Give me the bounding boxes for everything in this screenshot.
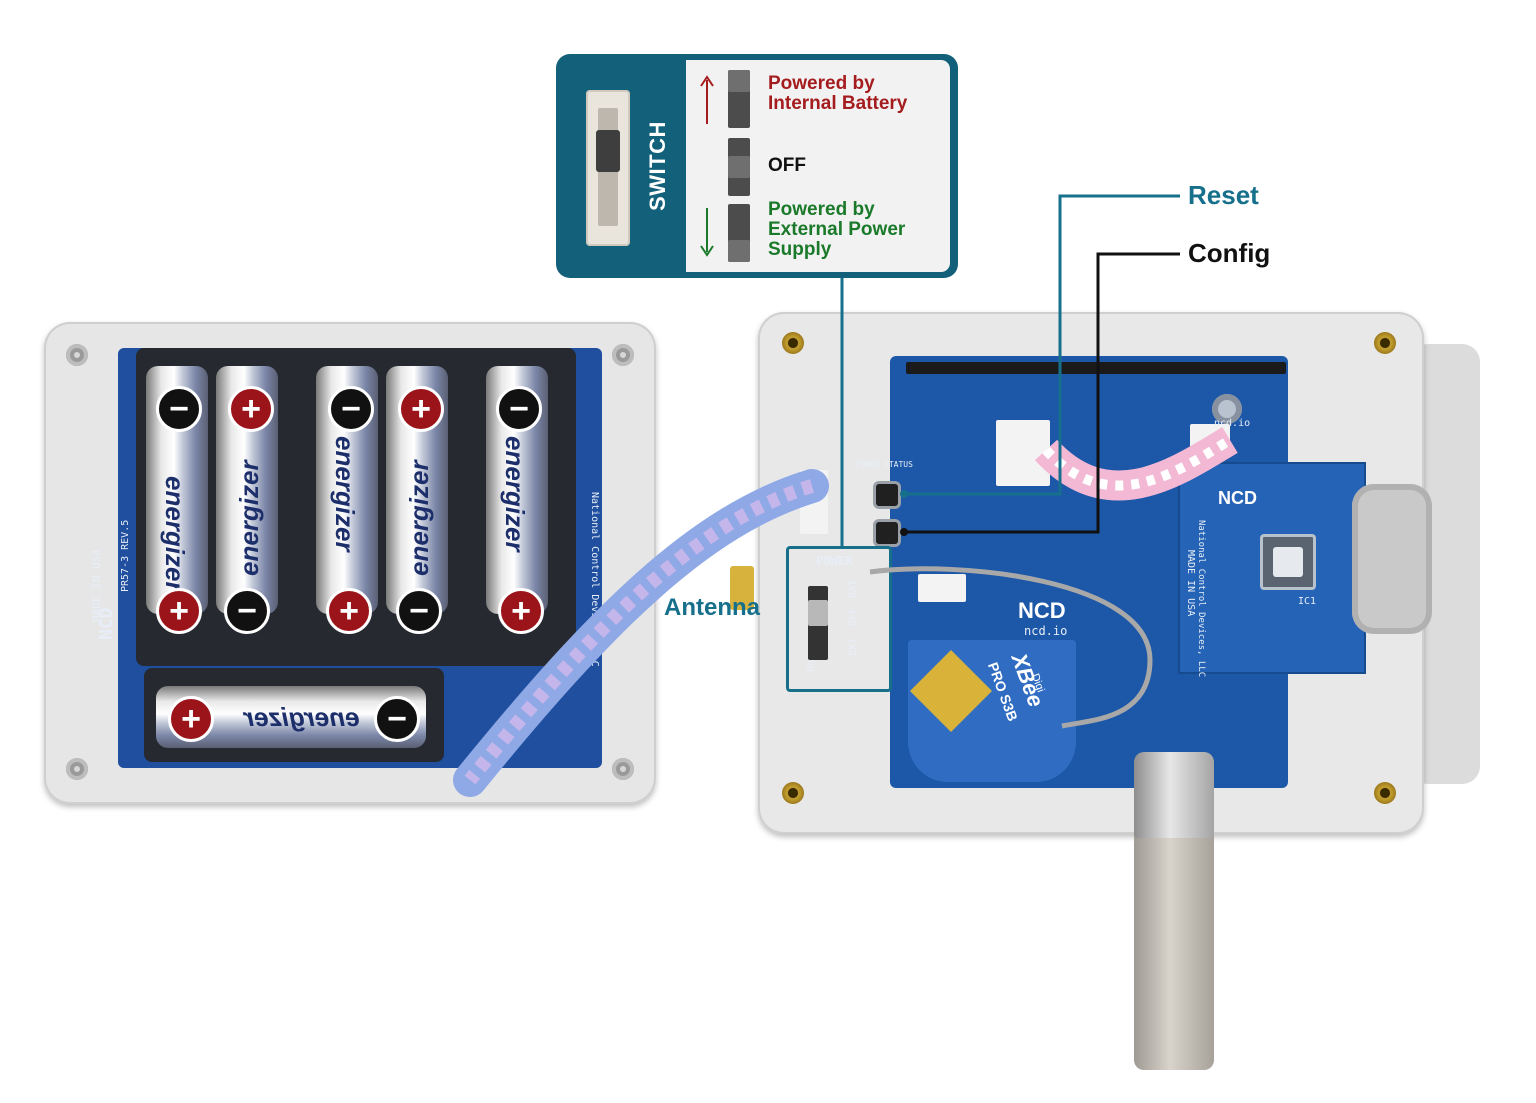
config-button[interactable] [876, 522, 898, 544]
sub-board-url: ncd.io [1214, 418, 1251, 429]
reset-callout-dot [900, 490, 908, 498]
enclosure-screw-hole [612, 344, 634, 366]
sensor-ribbon-stripes [1042, 435, 1233, 491]
main-board-url: ncd.io [1024, 624, 1068, 638]
negative-terminal-icon: − [396, 588, 442, 634]
positive-terminal-icon: + [326, 588, 372, 634]
power-connector [918, 574, 966, 602]
reset-callout-line [904, 194, 1180, 496]
power-switch-highlight [786, 546, 892, 692]
reset-callout-label: Reset [1188, 180, 1259, 210]
sub-board-logo: NCD [1218, 488, 1257, 508]
brass-insert [782, 782, 804, 804]
enclosure-screw-hole [66, 344, 88, 366]
up-arrow-icon [700, 75, 714, 124]
switch-options-area: Powered by Internal Battery OFF Powered … [686, 60, 950, 272]
sensor-chip [1260, 534, 1316, 590]
switch-knob [596, 130, 620, 172]
antenna-callout-label: Antenna [664, 594, 760, 621]
positive-terminal-icon: + [228, 386, 274, 432]
main-board-logo: NCD [1018, 598, 1066, 623]
sensor-probe-filter [1134, 830, 1214, 1070]
slide-switch-illustration [586, 90, 630, 246]
cable-gland [1352, 484, 1432, 634]
option-external-power-label: Powered by External Power Supply [768, 199, 906, 260]
brass-insert [782, 332, 804, 354]
led-power-label: POWER [856, 460, 881, 469]
positive-terminal-icon: + [398, 386, 444, 432]
down-arrow-icon [700, 208, 714, 257]
led-status-label: STATUS [884, 460, 913, 469]
switch-legend-panel: SWITCH Powered by Internal Battery OFF [556, 54, 958, 278]
antenna-sma-connector [730, 566, 754, 610]
negative-terminal-icon: − [328, 386, 374, 432]
positive-terminal-icon: + [156, 588, 202, 634]
config-callout-label: Config [1188, 238, 1271, 268]
negative-terminal-icon: − [156, 386, 202, 432]
battery-enclosure: MADE IN USA NCD PR57-3 REV.5 National Co… [44, 322, 656, 804]
option-internal-battery-label: Powered by Internal Battery [768, 73, 908, 114]
pcb-header-strip [906, 362, 1286, 374]
option-off-label: OFF [768, 155, 806, 176]
power-switch-label: POWER [816, 554, 853, 568]
switch-position-battery-icon [728, 70, 750, 128]
switch-position-off-icon [728, 138, 750, 196]
antenna-coax-cable [869, 566, 1153, 729]
negative-terminal-icon: − [224, 588, 270, 634]
negative-terminal-icon: − [496, 386, 542, 432]
power-slide-switch-knob[interactable] [808, 600, 828, 626]
positive-terminal-icon: + [498, 588, 544, 634]
positive-terminal-icon: + [168, 696, 214, 742]
pcb-mount-screw [1212, 394, 1242, 424]
brass-insert [1374, 782, 1396, 804]
sensor-probe-cap [1134, 752, 1214, 838]
config-callout-dot [900, 528, 908, 536]
enclosure-screw-hole [66, 758, 88, 780]
battery-ribbon-cable [453, 469, 829, 797]
enclosure-screw-hole [612, 758, 634, 780]
reset-button[interactable] [876, 484, 898, 506]
config-callout-line [904, 252, 1180, 534]
brass-insert [1374, 332, 1396, 354]
ribbon-connector [996, 420, 1050, 486]
ic-label: IC1 [1298, 596, 1317, 607]
negative-terminal-icon: − [374, 696, 420, 742]
switch-position-external-icon [728, 204, 750, 262]
